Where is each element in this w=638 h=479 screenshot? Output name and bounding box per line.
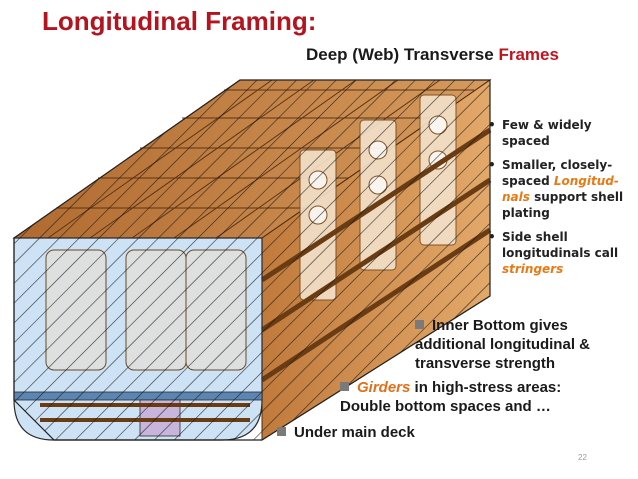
- note-line: transverse strength: [415, 355, 556, 372]
- note-line: Under main deck: [294, 424, 415, 441]
- note-line: Inner Bottom gives: [432, 317, 568, 334]
- note-main-deck: Under main deck: [277, 423, 415, 442]
- note-line: in high-stress areas:: [410, 379, 562, 396]
- note-highlight: Girders: [357, 379, 411, 396]
- bullet-text: Few & widely spaced: [502, 118, 592, 148]
- bullet-list: • Few & widely spaced • Smaller, closely…: [484, 117, 634, 285]
- diagram-subtitle: Deep (Web) Transverse Frames: [306, 45, 559, 65]
- bullet-text-after: support shell plating: [502, 190, 624, 220]
- subtitle-highlight: Frames: [498, 45, 559, 64]
- bullet-highlight: Longitud-nals: [502, 174, 619, 204]
- square-bullet-icon: [340, 382, 349, 391]
- square-bullet-icon: [277, 427, 286, 436]
- bullet-text: Smaller, closely-spaced: [502, 158, 613, 188]
- page-number: 22: [578, 453, 587, 462]
- bullet-item: • Smaller, closely-spaced Longitud-nals …: [484, 157, 634, 221]
- bullet-text: Side shell longitudinals call: [502, 230, 619, 260]
- note-line: additional longitudinal &: [415, 336, 590, 353]
- bullet-dot: •: [488, 230, 496, 244]
- subtitle-text: Deep (Web) Transverse: [306, 45, 499, 64]
- bullet-dot: •: [488, 118, 496, 132]
- bullet-highlight: stringers: [502, 262, 564, 276]
- note-inner-bottom: Inner Bottom gives additional longitudin…: [415, 316, 590, 373]
- square-bullet-icon: [415, 320, 424, 329]
- note-girders: Girders in high-stress areas: Double bot…: [340, 378, 561, 416]
- slide-title: Longitudinal Framing:: [42, 6, 317, 36]
- bullet-dot: •: [488, 158, 496, 172]
- bullet-item: • Side shell longitudinals call stringer…: [484, 229, 634, 277]
- note-line: Double bottom spaces and …: [340, 398, 551, 415]
- bullet-item: • Few & widely spaced: [484, 117, 634, 149]
